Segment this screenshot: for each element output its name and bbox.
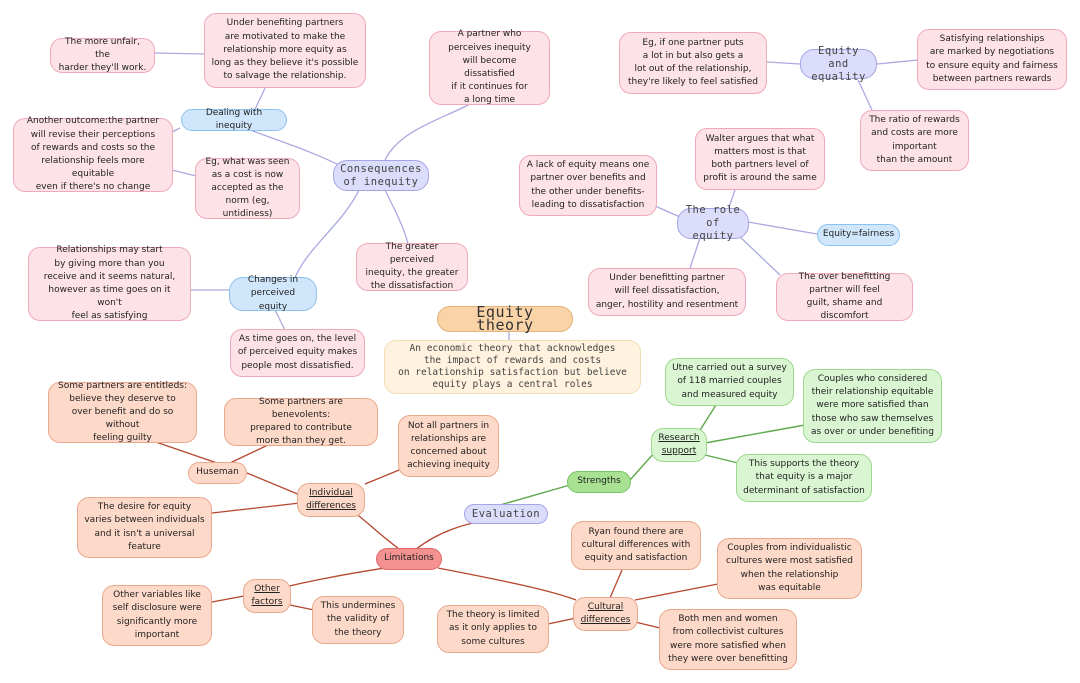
equity-and-equality-node[interactable]: Equity and equality — [800, 45, 877, 83]
individualistic-cultures-note[interactable]: Couples from individualistic cultures we… — [717, 538, 862, 599]
individual-differences-node[interactable]: Individual differences — [297, 483, 365, 517]
benevolents-note[interactable]: Some partners are benevolents: prepared … — [224, 397, 378, 446]
walter-argues-note[interactable]: Walter argues that what matters most is … — [695, 128, 825, 190]
limitations-node[interactable]: Limitations — [376, 548, 442, 570]
ryan-cultural-note[interactable]: Ryan found there are cultural difference… — [571, 521, 701, 570]
supports-theory-note[interactable]: This supports the theory that equity is … — [736, 454, 872, 502]
other-factors-node[interactable]: Other factors — [243, 579, 291, 613]
underbenefiting-motivated-note[interactable]: Under benefiting partners are motivated … — [204, 13, 366, 88]
huseman-node[interactable]: Huseman — [188, 462, 247, 484]
satisfying-relationships-note[interactable]: Satisfying relationships are marked by n… — [917, 29, 1067, 90]
changes-in-perceived-equity-node[interactable]: Changes in perceived equity — [229, 275, 317, 312]
greater-inequity-note[interactable]: The greater perceived inequity, the grea… — [356, 242, 468, 291]
time-goes-on-note[interactable]: As time goes on, the level of perceived … — [230, 329, 365, 377]
theory-limited-note[interactable]: The theory is limited as it only applies… — [437, 605, 549, 653]
consequences-of-inequity-node[interactable]: Consequences of inequity — [333, 160, 429, 191]
equity-fairness-node[interactable]: Equity=fairness — [817, 224, 900, 246]
relationships-may-start-note[interactable]: Relationships may start by giving more t… — [28, 245, 191, 321]
desire-for-equity-note[interactable]: The desire for equity varies between ind… — [77, 497, 212, 558]
strengths-node[interactable]: Strengths — [567, 471, 631, 493]
undermines-validity-note[interactable]: This undermines the validity of the theo… — [312, 596, 404, 644]
other-variables-note[interactable]: Other variables like self disclosure wer… — [102, 585, 212, 646]
underbenefitting-dissatisfaction-note[interactable]: Under benefitting partner will feel diss… — [588, 268, 746, 316]
equitable-couples-note[interactable]: Couples who considered their relationshi… — [803, 369, 942, 443]
not-all-partners-note[interactable]: Not all partners in relationships are co… — [398, 415, 499, 477]
cultural-differences-node[interactable]: Cultural differences — [573, 597, 638, 631]
role-of-equity-node[interactable]: The role of equity — [677, 204, 749, 242]
more-unfair-note[interactable]: The more unfair, the harder they'll work… — [50, 37, 155, 73]
collectivist-cultures-note[interactable]: Both men and women from collectivist cul… — [659, 609, 797, 670]
cost-now-norm-note[interactable]: Eg, what was seen as a cost is now accep… — [195, 157, 300, 219]
another-outcome-note[interactable]: Another outcome:the partner will revise … — [13, 116, 173, 192]
ratio-rewards-costs-note[interactable]: The ratio of rewards and costs are more … — [860, 110, 969, 171]
lack-of-equity-note[interactable]: A lack of equity means one partner over … — [519, 155, 657, 216]
long-time-dissatisfied-note[interactable]: A partner who perceives inequity will be… — [429, 29, 550, 105]
entitleds-note[interactable]: Some partners are entitleds: believe the… — [48, 381, 197, 443]
evaluation-node[interactable]: Evaluation — [464, 504, 548, 524]
utne-survey-note[interactable]: Utne carried out a survey of 118 married… — [665, 358, 794, 406]
research-support-node[interactable]: Research support — [651, 428, 707, 462]
one-partner-puts-a-lot-note[interactable]: Eg, if one partner puts a lot in but als… — [619, 32, 767, 94]
central-topic[interactable]: Equity theory — [437, 304, 573, 333]
central-description[interactable]: An economic theory that acknowledges the… — [384, 340, 641, 394]
dealing-with-inequity-node[interactable]: Dealing with inequity — [181, 108, 287, 131]
overbenefitting-guilt-note[interactable]: The over benefitting partner will feel g… — [776, 272, 913, 321]
